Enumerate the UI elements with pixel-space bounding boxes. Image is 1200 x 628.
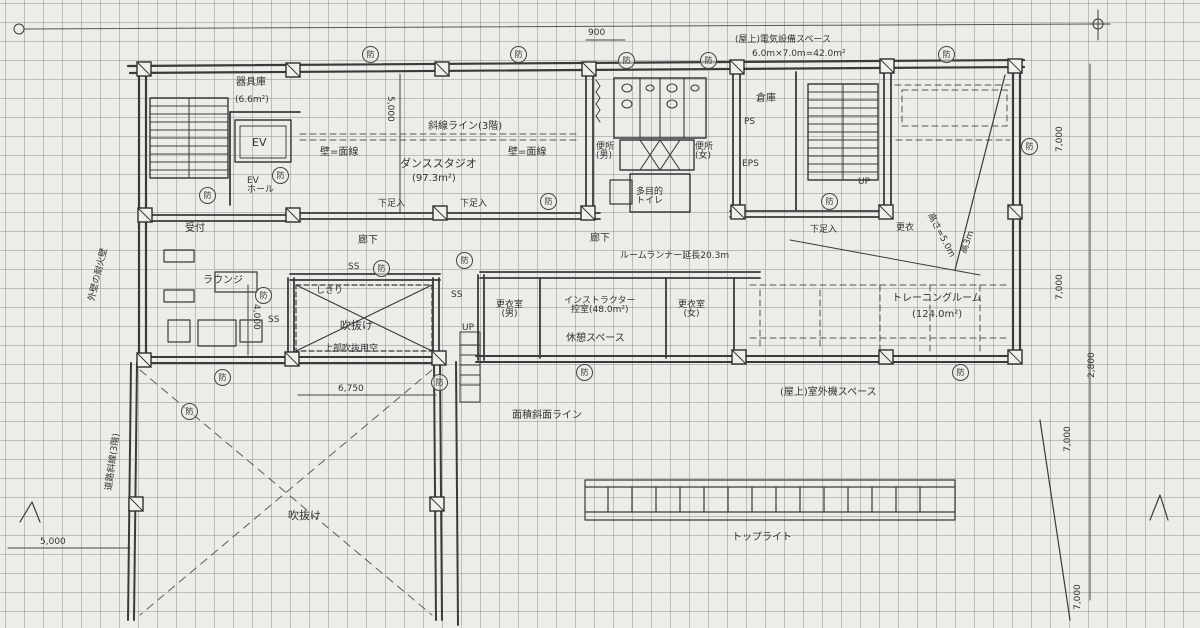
void-area-box [295,284,433,352]
fire-symbol: 防 [618,52,635,69]
label-dance-studio: ダンススタジオ [400,157,477,170]
fire-symbol: 防 [362,46,379,63]
corridor-arrow [789,239,981,276]
toplight-outline [584,479,956,521]
label-rooftop-equipment-calc: 6.0m×7.0m=42.0m² [752,49,846,59]
fire-symbol: 防 [938,46,955,63]
label-void-upper: 吹抜け [340,319,373,332]
fire-symbol: 防 [700,52,717,69]
label-training-room: トレーニングルーム [892,293,982,304]
label-changing: 更衣 [896,223,915,233]
label-toilet-female: 便所 (女) [695,142,714,161]
fire-symbol: 防 [199,187,216,204]
label-dance-studio-area: (97.3m²) [412,173,456,184]
label-under-beam-1: 下足入 [378,199,406,209]
stair-right [807,83,879,181]
label-ss-2: SS [451,290,463,300]
fire-symbol: 防 [214,369,231,386]
label-ps: PS [744,117,756,127]
fire-symbol: 防 [821,193,838,210]
label-setback-line: 斜線ライン(3階) [428,121,503,132]
label-dim-5000-top: 5,000 [385,96,395,122]
fire-symbol: 防 [576,364,593,381]
label-dressing-male: 更衣室 (男) [496,300,524,319]
label-void-lower: 吹抜け [288,509,321,522]
label-corridor-width: ルームランナー延長20.3m [620,251,730,261]
label-toplight: トップライト [732,532,792,543]
fire-symbol: 防 [431,374,448,391]
toilet-fixtures [609,77,707,213]
label-reception: 受付 [185,223,205,234]
fire-symbol: 防 [373,260,390,277]
label-slope-line: 面積斜面ライン [512,410,582,421]
label-toilet-male: 便所 (男) [596,142,615,161]
dashed-overhead-lines [299,84,1011,353]
label-rest-space: 休憩スペース [566,333,625,344]
fire-symbol: 防 [510,46,527,63]
label-dim-900: 900 [588,28,606,38]
label-storage-tools: 器具庫 [236,77,266,88]
lounge-furniture [163,249,263,347]
label-dim-2800: 2,800 [1087,352,1097,378]
structural-columns [128,58,1023,512]
label-dim-7000-1: 7,000 [1055,126,1065,152]
dimension-lines [7,39,1091,601]
label-under-beam-3: 下足入 [810,225,838,235]
fire-symbol: 防 [272,167,289,184]
label-ev-hall: EV ホール [247,176,275,195]
height-diagonal [954,74,1006,271]
fire-symbol: 防 [255,287,272,304]
label-wall-surface-2: 壁=面線 [508,147,547,158]
label-eps: EPS [742,159,759,169]
fire-symbol: 防 [952,364,969,381]
label-ev: EV [252,136,267,149]
reference-line-top [24,23,1091,30]
label-up-2: UP [462,323,475,333]
label-dim-7000-3: 7,000 [1063,426,1073,452]
interior-wall-south [138,355,1021,364]
fire-symbol: 防 [456,252,473,269]
label-ss-1: SS [348,262,360,272]
fire-symbol: 防 [1021,138,1038,155]
label-wall-surface-1: 壁=面線 [320,147,359,158]
label-void-note: 上部吹抜用空 [324,344,379,354]
interior-walls-vertical [287,63,892,361]
label-ss-3: SS [268,315,280,325]
slope-markers [19,419,1169,621]
label-dressing-female: 更衣室 (女) [678,300,706,319]
exterior-wall-top [126,58,1026,75]
label-rooftop-equipment: (屋上)電気設備スペース [735,35,831,45]
label-training-room-area: (124.0m²) [912,309,963,320]
label-multipurpose-toilet: 多目的 トイレ [636,187,664,206]
corridor-walls [145,210,891,281]
stair-left [149,97,229,179]
label-lounge: ラウンジ [203,275,243,286]
label-dim-4000: 4,000 [251,304,261,330]
fire-symbol: 防 [181,403,198,420]
label-dim-7000-4: 7,000 [1073,584,1083,610]
lower-outline [127,361,459,626]
stair-small [459,331,481,403]
label-up-1: UP [858,177,871,187]
label-rooftop-outdoor: (屋上)室外機スペース [780,387,877,398]
label-under-beam-2: 下足入 [460,199,488,209]
elevator-shaft [229,111,301,206]
label-dim-7000-2: 7,000 [1055,274,1065,300]
label-instructor-room: インストラクター 控室(48.0m²) [564,296,636,315]
grid-marker-left [13,23,25,35]
door-swing-marks [595,79,601,123]
label-dim-6750: 6,750 [338,384,364,394]
fire-symbol: 防 [540,193,557,210]
label-warehouse: 倉庫 [756,93,776,104]
label-dim-5000-bottom: 5,000 [40,537,66,547]
label-corridor-2: 廊下 [590,233,610,244]
label-corridor-1: 廊下 [358,235,378,246]
label-void-small: しきり [316,286,344,296]
label-storage-tools-area: (6.6m²) [235,95,269,105]
